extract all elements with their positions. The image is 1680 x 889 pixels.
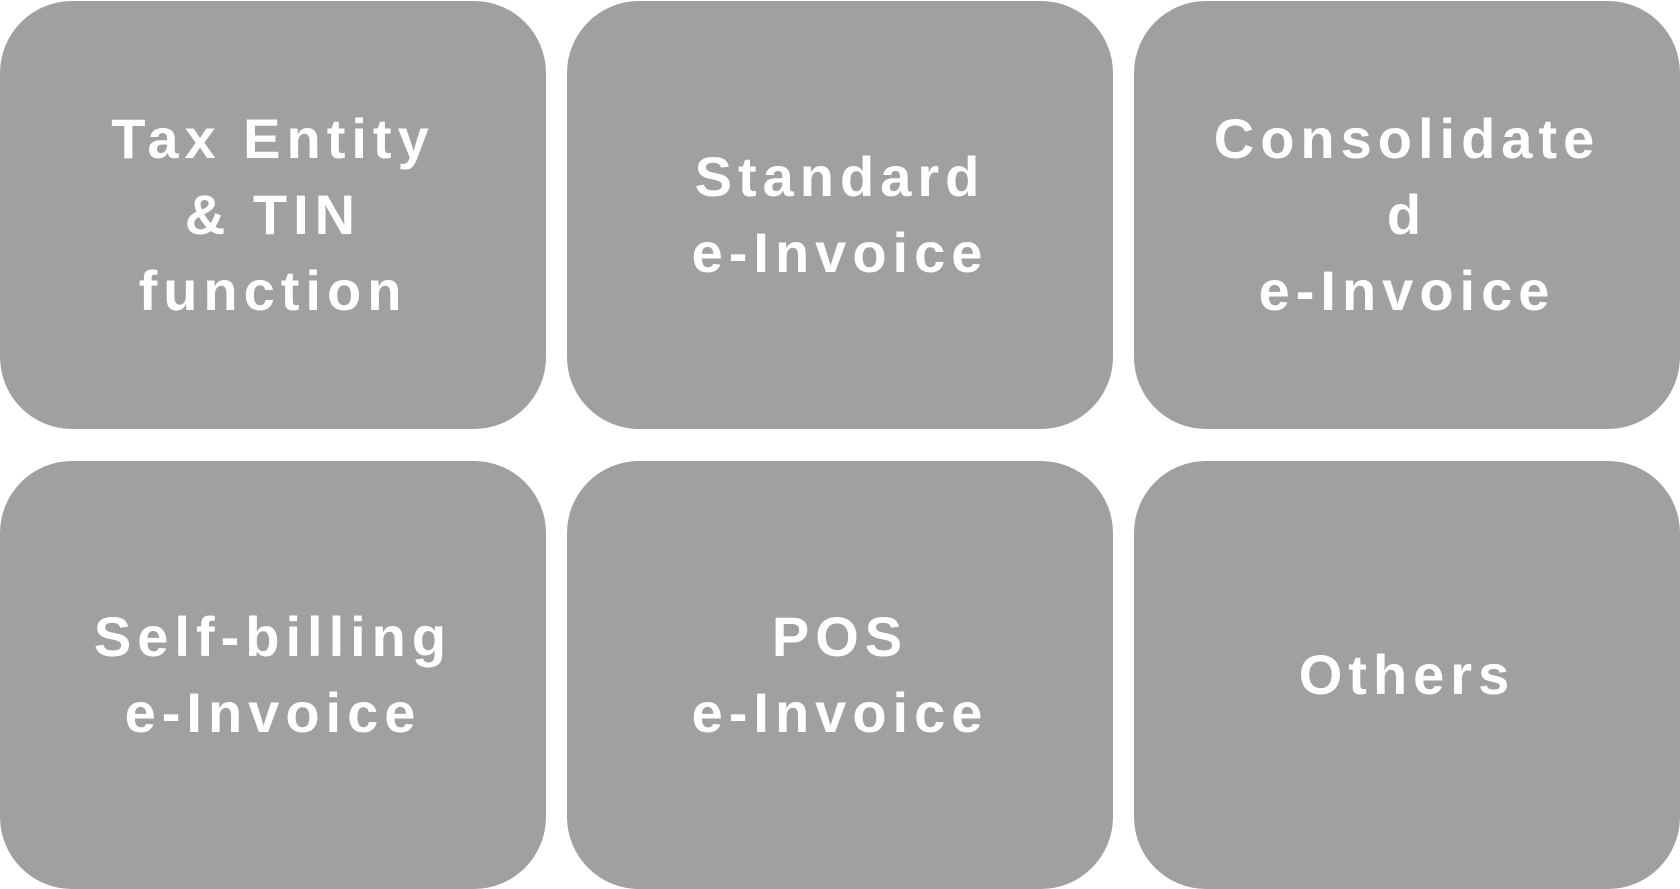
standard-e-invoice-label: Standard e-Invoice (691, 145, 989, 284)
consolidated-e-invoice-label: Consolidate d e-Invoice (1213, 107, 1601, 322)
self-billing-e-invoice-label: Self-billing e-Invoice (93, 605, 453, 744)
standard-e-invoice-tile[interactable]: Standard e-Invoice (567, 1, 1113, 429)
self-billing-e-invoice-tile[interactable]: Self-billing e-Invoice (0, 461, 546, 889)
tax-entity-tin-label: Tax Entity & TIN function (111, 107, 435, 322)
pos-e-invoice-tile[interactable]: POS e-Invoice (567, 461, 1113, 889)
consolidated-e-invoice-tile[interactable]: Consolidate d e-Invoice (1134, 1, 1680, 429)
others-tile[interactable]: Others (1134, 461, 1680, 889)
others-label: Others (1298, 643, 1516, 706)
tax-entity-tin-tile[interactable]: Tax Entity & TIN function (0, 1, 546, 429)
pos-e-invoice-label: POS e-Invoice (691, 605, 989, 744)
